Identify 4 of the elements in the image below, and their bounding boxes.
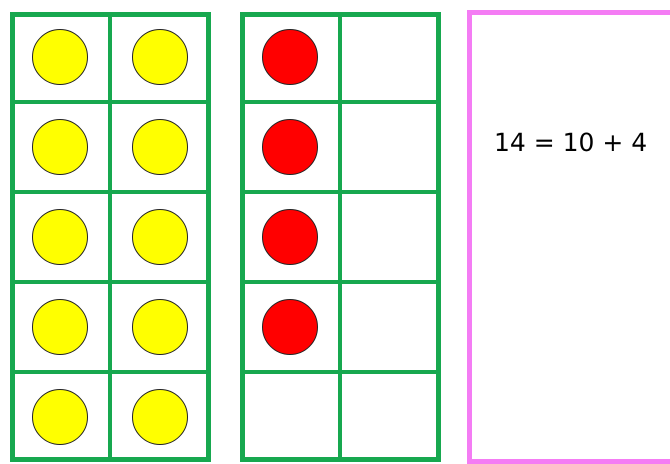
- equation-text: 14 = 10 + 4: [494, 128, 648, 157]
- ten-frame: [10, 12, 211, 462]
- ten-frame: [240, 12, 441, 462]
- text-panel: [467, 10, 670, 464]
